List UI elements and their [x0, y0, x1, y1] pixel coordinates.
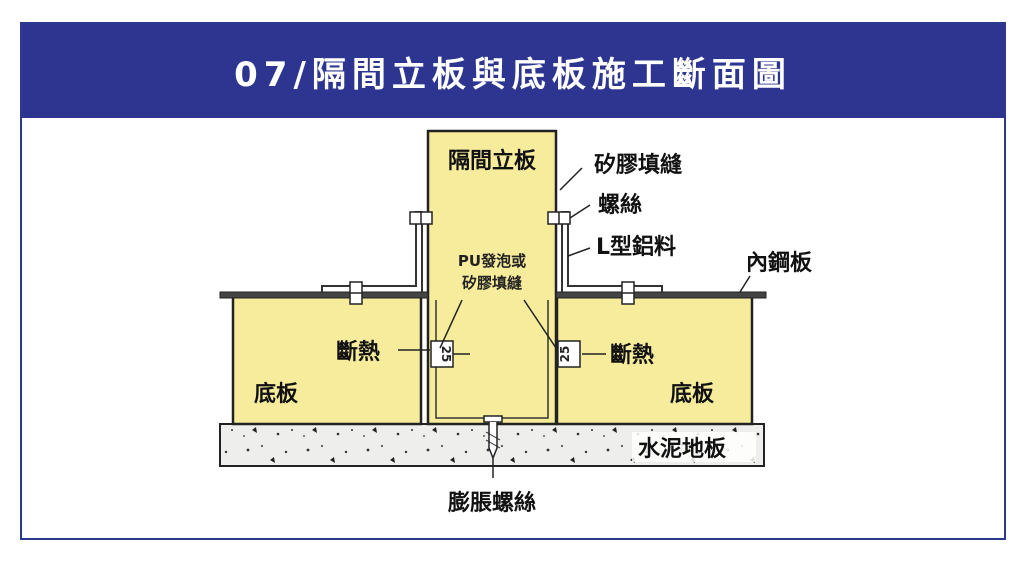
label-pu-foam-line1: PU發泡或: [458, 252, 526, 270]
insulation-gap-left: [430, 340, 470, 368]
steel-plate-right: [555, 291, 767, 299]
label-concrete-floor: 水泥地板: [638, 437, 727, 462]
label-inner-steel-plate: 內鋼板: [746, 250, 813, 276]
partition-board: [426, 129, 558, 426]
screw-right-horizontal: [621, 281, 635, 305]
label-insulation-right: 斷熱: [610, 342, 654, 368]
label-base-left: 底板: [254, 381, 299, 407]
concrete-label-bg: [632, 432, 756, 462]
gap-value-right: 25: [558, 346, 572, 363]
label-pu-foam-line2: 矽膠填縫: [462, 274, 523, 292]
screw-right-vertical: [547, 211, 571, 225]
label-base-right: 底板: [670, 381, 715, 407]
screw-left-horizontal: [349, 281, 363, 305]
l-aluminum-right: [561, 211, 663, 292]
screw-left-vertical: [409, 211, 433, 225]
diagram-title: 07/隔間立板與底板施工斷面圖: [234, 54, 792, 95]
label-silicone-top: 矽膠填縫: [594, 152, 682, 178]
gap-value-left: 25: [439, 346, 453, 363]
leader-screw: [569, 204, 591, 219]
l-aluminum-left: [321, 211, 423, 292]
base-panel-left: [231, 295, 423, 426]
label-screw: 螺絲: [598, 192, 642, 218]
leader-silicone-top: [559, 167, 583, 191]
leader-pu-left: [439, 299, 463, 349]
label-partition-board: 隔間立板: [448, 148, 537, 174]
base-panel-right: [555, 295, 754, 426]
label-insulation-left: 斷熱: [336, 339, 380, 365]
label-l-aluminum: L型鋁料: [596, 234, 676, 260]
title-banner: 07/隔間立板與底板施工斷面圖: [22, 24, 1004, 118]
steel-plate-left: [219, 291, 429, 299]
insulation-gap-right: [557, 340, 581, 368]
leader-pu-right: [523, 299, 557, 349]
leader-l-aluminum: [567, 247, 591, 257]
leader-steel-plate: [739, 275, 751, 293]
label-expansion-screw: 膨脹螺絲: [447, 490, 536, 516]
